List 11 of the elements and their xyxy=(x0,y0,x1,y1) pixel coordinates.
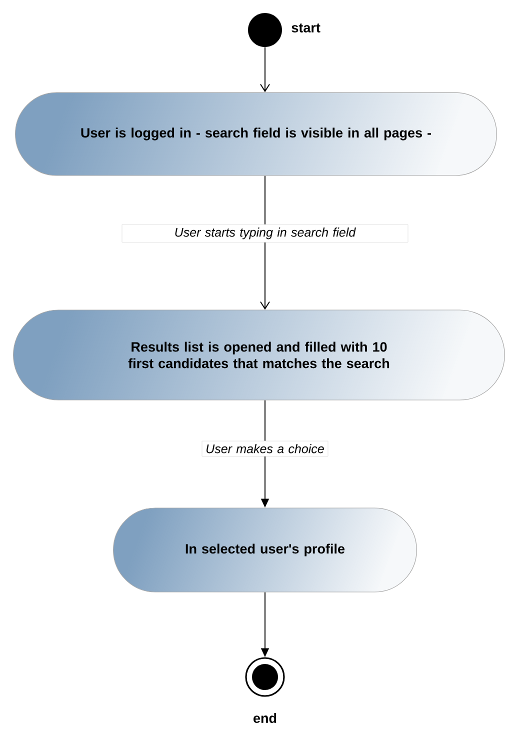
activity-box: In selected user's profile xyxy=(113,508,417,592)
activity-box: User is logged in - search field is visible in all pages - xyxy=(15,92,497,176)
arrow xyxy=(260,175,270,310)
arrow xyxy=(260,46,270,92)
edge-label: User starts typing in search field xyxy=(122,224,408,242)
edge-label: User makes a choice xyxy=(202,440,328,456)
node-caption: end xyxy=(254,713,276,723)
activity-box: Results list is opened and filled with 10 first candidates that matches the search xyxy=(13,310,505,400)
end-node xyxy=(245,657,285,697)
node-caption: start xyxy=(292,24,320,32)
start-node xyxy=(248,13,282,47)
